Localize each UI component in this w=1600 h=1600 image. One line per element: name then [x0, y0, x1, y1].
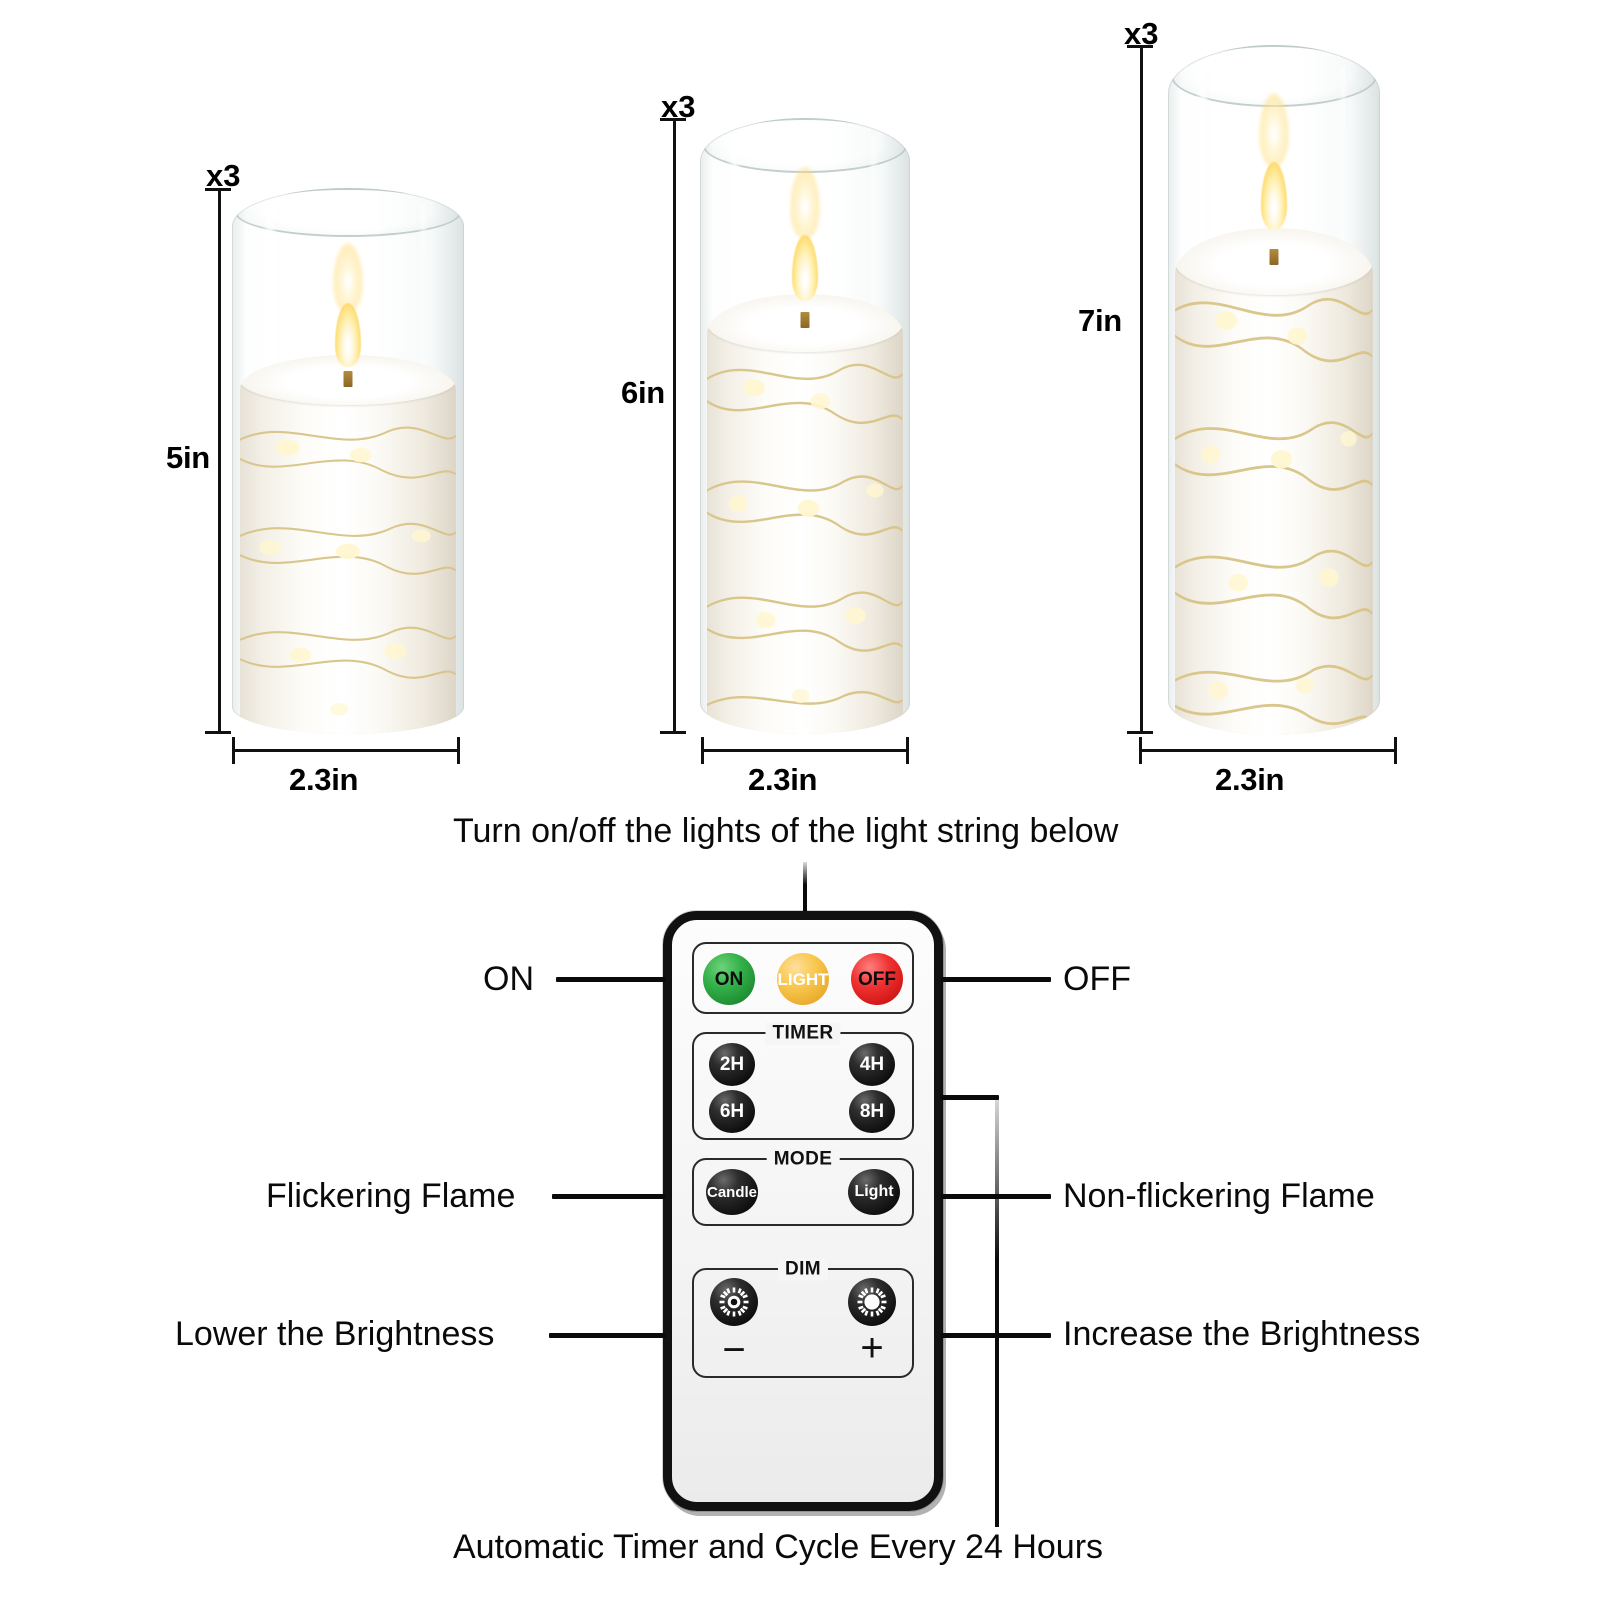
mode-candle-button[interactable]: Candle [706, 1169, 758, 1215]
fairy-light-string [707, 294, 903, 734]
callout-lower-brightness-label: Lower the Brightness [175, 1315, 495, 1353]
mode-candle-label: Candle [706, 1183, 757, 1201]
wax-body [1175, 227, 1373, 735]
flame-reflection [333, 242, 363, 313]
flame [792, 235, 818, 302]
callout-off-leader [941, 977, 1051, 982]
sun-large-icon [855, 1285, 889, 1319]
wax-body [240, 354, 456, 734]
remote-control: ON LIGHT OFF TIMER 2H 4H 6H 8H [663, 911, 943, 1511]
timer-4h-button[interactable]: 4H [849, 1043, 895, 1086]
timer-8h-label: 8H [859, 1101, 885, 1122]
timer-panel: TIMER 2H 4H 6H 8H [692, 1022, 914, 1140]
timer-2h-label: 2H [719, 1054, 745, 1075]
timer-legend: TIMER [765, 1022, 841, 1045]
timer-6h-button[interactable]: 6H [709, 1090, 755, 1133]
qty-label-medium: x3 [661, 89, 696, 124]
dim-up-button[interactable] [848, 1278, 896, 1326]
wax-body [707, 293, 903, 734]
sun-small-icon [717, 1285, 751, 1319]
callout-top-leader [803, 862, 807, 922]
height-label-small: 5in [166, 440, 210, 475]
callout-lower-brightness-leader [549, 1333, 666, 1338]
width-label-large: 2.3in [1215, 762, 1285, 797]
callout-increase-brightness-label: Increase the Brightness [1063, 1315, 1421, 1353]
qty-label-large: x3 [1124, 16, 1159, 51]
on-button[interactable]: ON [703, 953, 755, 1005]
wick [343, 370, 353, 387]
timer-8h-button[interactable]: 8H [849, 1090, 895, 1133]
callout-on-label: ON [483, 960, 534, 998]
fairy-light-string [240, 355, 456, 734]
timer-4h-label: 4H [859, 1054, 885, 1075]
width-dim-line-small [232, 749, 460, 752]
callout-non-flickering-leader [941, 1194, 1051, 1199]
flame-reflection [1259, 93, 1289, 168]
mode-light-button[interactable]: Light [848, 1169, 900, 1215]
off-button[interactable]: OFF [851, 953, 903, 1005]
callout-timer-leader-vertical [995, 1097, 999, 1527]
callout-bottom-label: Automatic Timer and Cycle Every 24 Hours [453, 1528, 1104, 1566]
flame [1261, 162, 1287, 231]
candle-medium [700, 118, 910, 734]
on-button-label: ON [714, 968, 744, 990]
width-label-small: 2.3in [289, 762, 359, 797]
mode-legend: MODE [766, 1148, 840, 1171]
dim-down-button[interactable] [710, 1278, 758, 1326]
qty-label-small: x3 [206, 158, 241, 193]
glass-cylinder [232, 188, 464, 734]
height-dim-line-small [218, 189, 221, 734]
callout-on-leader [556, 977, 666, 982]
callout-top-label: Turn on/off the lights of the light stri… [453, 812, 1119, 850]
height-dim-line-large [1140, 47, 1143, 733]
dim-panel: DIM [692, 1258, 914, 1378]
callout-off-label: OFF [1063, 960, 1131, 998]
height-label-large: 7in [1078, 303, 1122, 338]
wick [800, 312, 810, 329]
candle-small [232, 188, 464, 734]
timer-2h-button[interactable]: 2H [709, 1043, 755, 1086]
flame [335, 302, 361, 367]
mode-light-label: Light [854, 1183, 894, 1200]
callout-increase-brightness-leader [941, 1333, 1051, 1338]
flame-reflection [790, 167, 820, 240]
candle-large [1168, 45, 1380, 735]
dim-up-sign: + [860, 1326, 884, 1370]
height-dim-line-medium [673, 120, 676, 733]
timer-6h-label: 6H [719, 1101, 745, 1122]
height-label-medium: 6in [621, 375, 665, 410]
power-panel: ON LIGHT OFF [692, 942, 914, 1014]
mode-panel: MODE Candle Light [692, 1148, 914, 1226]
callout-flickering-leader [552, 1194, 666, 1199]
width-dim-line-large [1139, 749, 1397, 752]
light-button[interactable]: LIGHT [777, 953, 829, 1005]
dim-down-sign: − [722, 1328, 746, 1372]
dim-legend: DIM [777, 1258, 829, 1281]
callout-flickering-label: Flickering Flame [266, 1177, 516, 1215]
width-label-medium: 2.3in [748, 762, 818, 797]
fairy-light-string [1175, 228, 1373, 735]
glass-cylinder [1168, 45, 1380, 735]
light-button-label: LIGHT [777, 969, 829, 989]
glass-cylinder [700, 118, 910, 734]
callout-non-flickering-label: Non-flickering Flame [1063, 1177, 1375, 1215]
width-dim-line-medium [701, 749, 909, 752]
off-button-label: OFF [858, 968, 896, 990]
wick [1269, 248, 1279, 265]
callout-timer-leader-top [941, 1095, 999, 1100]
